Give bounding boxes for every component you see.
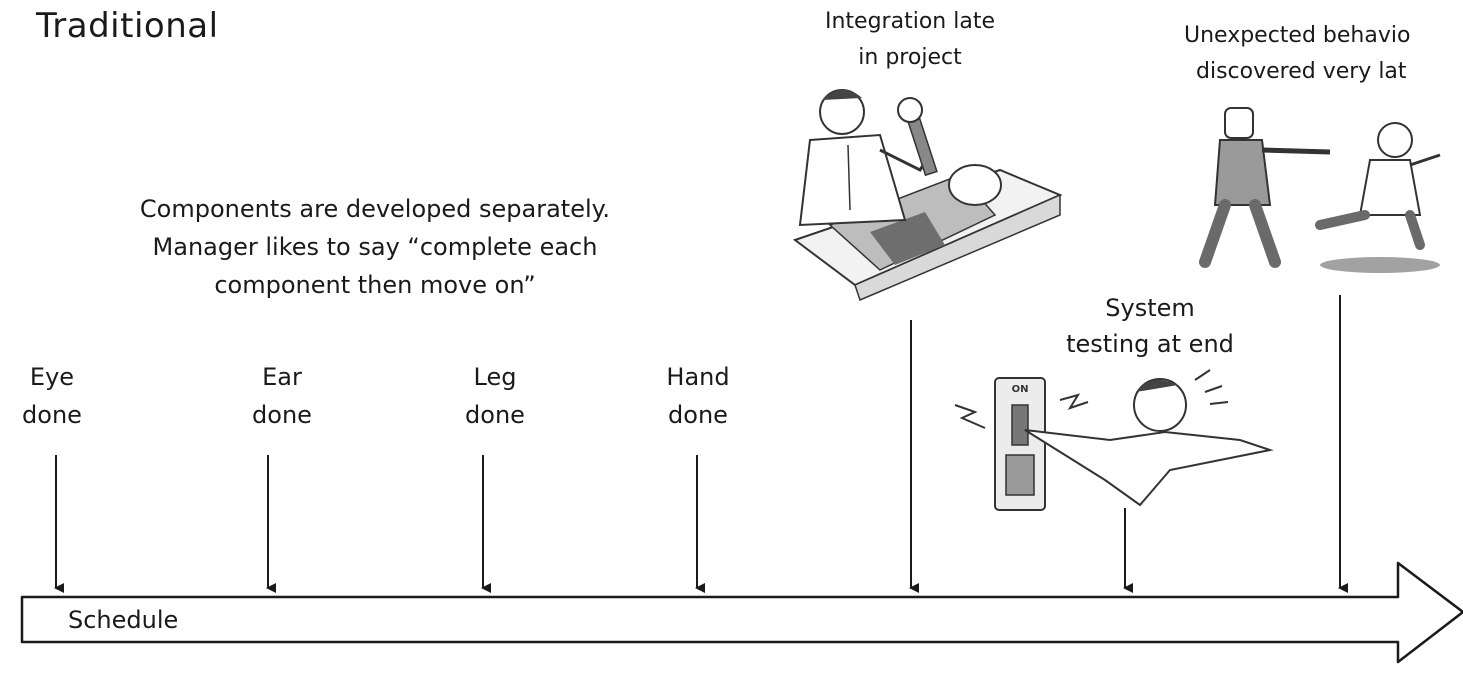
unexpected-line-2: discovered very lat [1196, 59, 1407, 84]
unexpected-line-1: Unexpected behavio [1184, 23, 1411, 48]
integration-illustration [792, 89, 1063, 302]
milestone-eye-line-1: Eye [29, 363, 75, 391]
intro-note-line-3: component then move on” [214, 271, 536, 299]
milestone-hand-line-1: Hand [666, 363, 730, 391]
integration-line-2: in project [858, 45, 962, 70]
schedule-arrow [20, 561, 1463, 664]
milestone-ear-line-2: done [252, 401, 312, 429]
milestone-hand-line-2: done [668, 401, 728, 429]
system-testing-illustration: ON [954, 369, 1274, 511]
schedule-label: Schedule [68, 606, 178, 634]
intro-note: Components are developed separately. Man… [80, 190, 670, 304]
integration-line-1: Integration late [825, 9, 995, 34]
milestone-hand-label: Hand done [638, 358, 758, 434]
intro-note-line-1: Components are developed separately. [139, 195, 611, 223]
milestone-eye-line-2: done [22, 401, 82, 429]
milestone-leg-line-1: Leg [473, 363, 517, 391]
milestone-leg-line-2: done [465, 401, 525, 429]
system-testing-label: System testing at end [1020, 290, 1280, 362]
unexpected-behavior-label: Unexpected behavio discovered very lat [1178, 18, 1463, 90]
unexpected-behavior-illustration [1199, 107, 1441, 273]
switch-on-label: ON [1012, 384, 1029, 395]
milestone-ear-line-1: Ear [262, 363, 302, 391]
milestone-ear-label: Ear done [222, 358, 342, 434]
diagram-title: Traditional [36, 6, 219, 46]
integration-label: Integration late in project [780, 4, 1040, 76]
milestone-eye-label: Eye done [0, 358, 112, 434]
intro-note-line-2: Manager likes to say “complete each [152, 233, 598, 261]
milestone-leg-label: Leg done [435, 358, 555, 434]
system-testing-line-2: testing at end [1066, 330, 1234, 358]
system-testing-line-1: System [1105, 294, 1195, 322]
